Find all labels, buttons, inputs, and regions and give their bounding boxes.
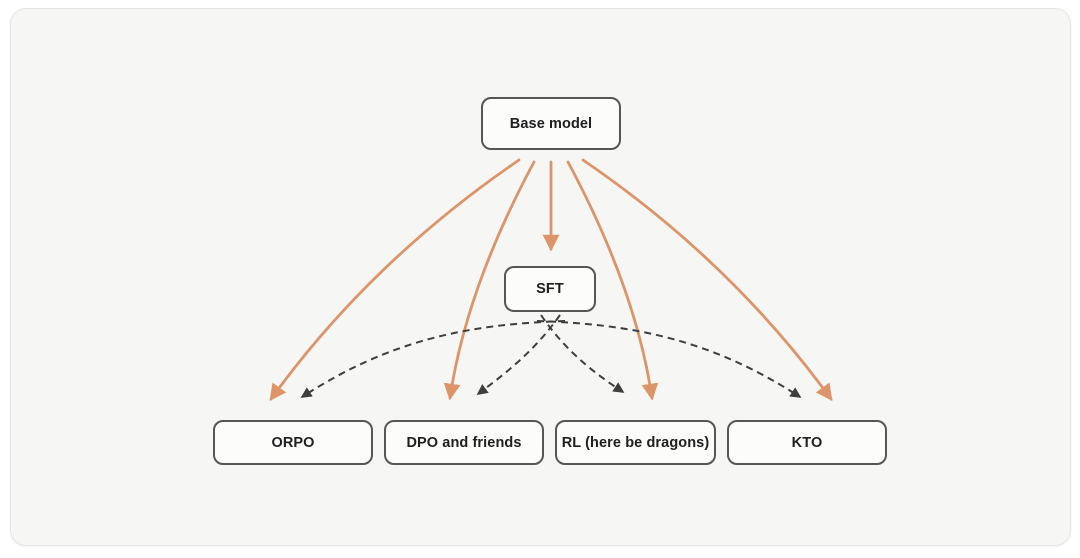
node-orpo: ORPO xyxy=(213,420,373,465)
node-orpo-label: ORPO xyxy=(271,434,315,451)
node-rl-here-be-dragons: RL (here be dragons) xyxy=(555,420,716,465)
edge-sft-kto xyxy=(536,320,802,398)
node-base-model: Base model xyxy=(481,97,621,150)
edge-sft-rl xyxy=(540,314,625,393)
edge-sft-dpo xyxy=(476,314,561,395)
edge-base-kto xyxy=(581,158,833,402)
node-dpo-and-friends-label: DPO and friends xyxy=(406,434,522,451)
edge-base-orpo xyxy=(269,158,521,402)
node-dpo-and-friends: DPO and friends xyxy=(384,420,544,465)
edge-sft-orpo xyxy=(300,320,566,398)
node-rl-here-be-dragons-label: RL (here be dragons) xyxy=(561,434,710,451)
node-sft: SFT xyxy=(504,266,596,312)
node-kto: KTO xyxy=(727,420,887,465)
node-sft-label: SFT xyxy=(536,281,564,297)
node-kto-label: KTO xyxy=(791,434,823,451)
diagram-card: Base model SFT ORPO DPO and friends RL (… xyxy=(10,8,1071,546)
node-base-model-label: Base model xyxy=(509,115,593,132)
